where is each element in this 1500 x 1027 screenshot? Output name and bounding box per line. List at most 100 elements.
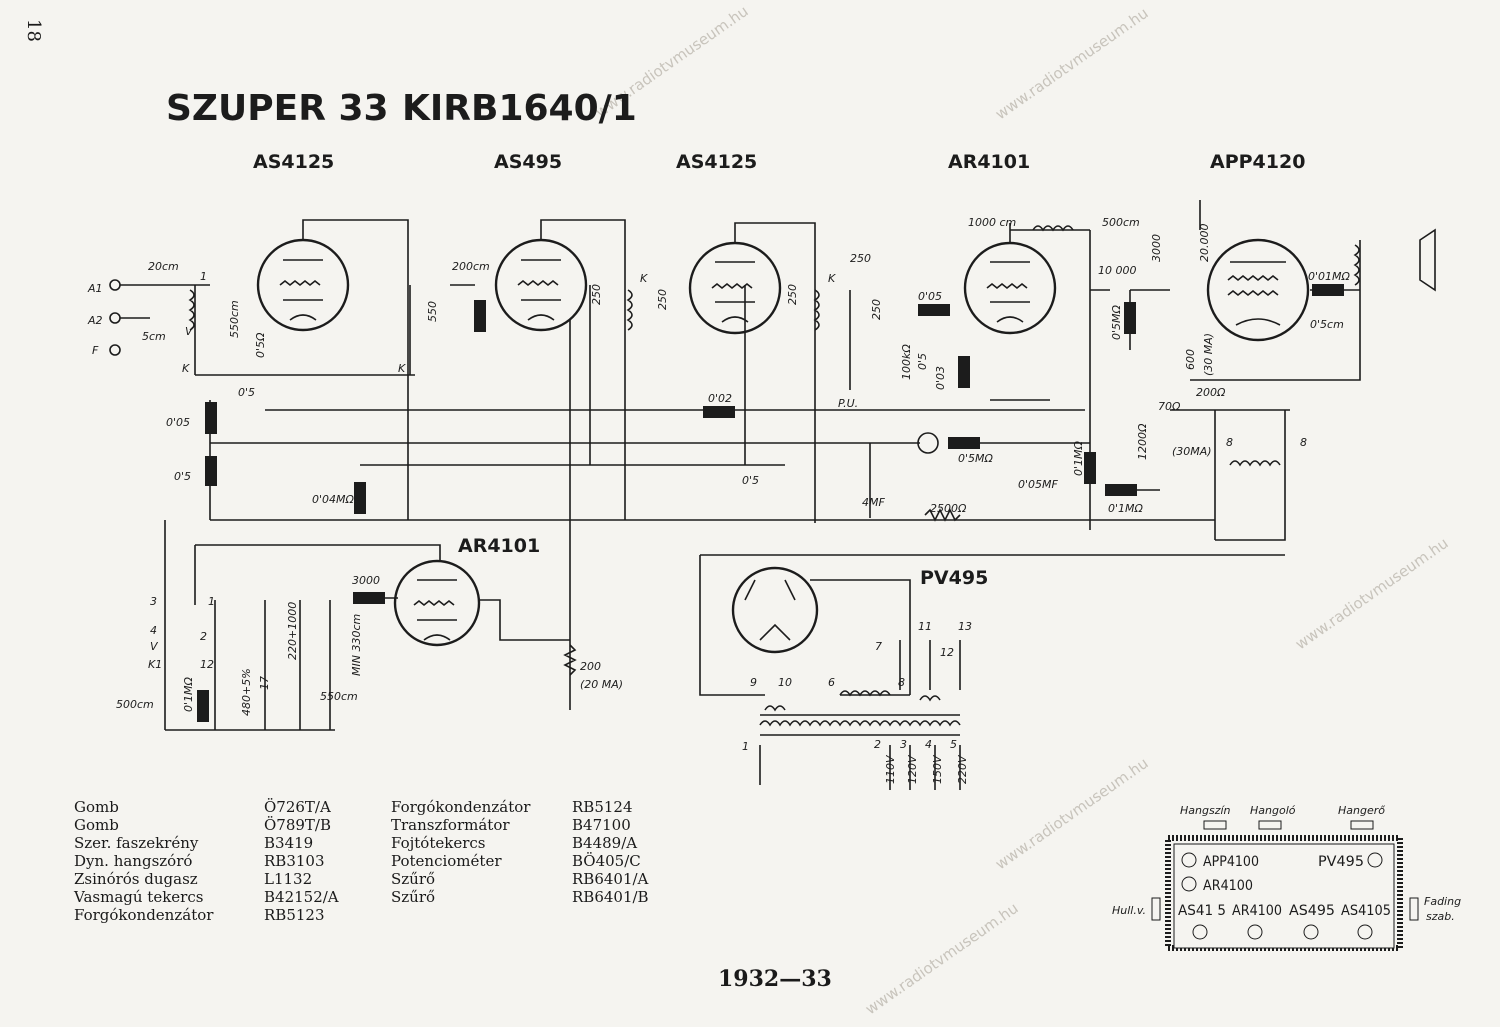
part-name: Dyn. hangszóró (74, 852, 193, 870)
pin-label: K (182, 362, 190, 375)
tube-as4125-1 (256, 238, 350, 332)
component-label: 20.000 (1198, 224, 1211, 263)
pin-label: 5 (950, 738, 957, 751)
tube-label: AS4125 (253, 151, 334, 173)
component-label: 220+1000 (286, 602, 299, 660)
component-label: 250 (850, 252, 871, 265)
pin-label: 12 (200, 658, 214, 671)
pin-label: 8 (898, 676, 905, 689)
pin-label: 12 (940, 646, 954, 659)
voltage-label: 150V (931, 754, 944, 784)
side-label: szab. (1426, 910, 1455, 923)
tube-position-label: AR4100 (1232, 903, 1282, 919)
component-label: 0'5MΩ (1110, 304, 1123, 340)
pin-label: 2 (200, 630, 207, 643)
pickup-label: P.U. (838, 397, 858, 410)
component-label: (30MA) (1172, 445, 1212, 458)
tube-label: AR4101 (948, 151, 1030, 173)
side-label: Hull.v. (1112, 904, 1146, 917)
resistor (197, 690, 209, 722)
voltage-label: 120V (906, 754, 919, 784)
part-code: RB6401/B (572, 888, 649, 906)
component-label: 0'5MΩ (958, 452, 994, 465)
tube-label: AS495 (494, 151, 562, 173)
pin-label: 4 (925, 738, 932, 751)
part-code: BÖ405/C (572, 852, 641, 870)
resistor (918, 304, 950, 316)
voltage-label: 110V (884, 754, 897, 784)
knob-icon[interactable] (1350, 820, 1374, 830)
component-label: 0'5 (916, 353, 929, 370)
part-code: RB5124 (572, 798, 633, 816)
knob-label: Hangerő (1338, 804, 1385, 817)
pin-label: 7 (875, 640, 882, 653)
tube-position-label: PV495 (1318, 854, 1364, 870)
resistor (205, 402, 217, 434)
component-label: 4MF (862, 496, 885, 509)
component-label: 17 (258, 676, 271, 690)
part-code: RB6401/A (572, 870, 649, 888)
component-label: 0'1MΩ (1108, 502, 1144, 515)
watermark: www.radiotvmuseum.hu (992, 4, 1152, 123)
component-label: 3000 (1150, 234, 1163, 262)
pin-label: K (828, 272, 836, 285)
part-name: Transzformátor (391, 816, 510, 834)
knob-icon[interactable] (1203, 820, 1227, 830)
tube-as495 (494, 238, 588, 332)
tube-as4125-2 (688, 241, 782, 335)
component-label: 10 000 (1098, 264, 1137, 277)
part-name: Vasmagú tekercs (74, 888, 204, 906)
knob-label: Hangoló (1250, 804, 1296, 817)
part-code: B4489/A (572, 834, 638, 852)
pin-label: 11 (918, 620, 932, 633)
pin-label: 1 (200, 270, 207, 283)
component-label: 0'04MΩ (312, 493, 355, 506)
knob-icon[interactable] (1409, 897, 1419, 921)
watermark: www.radiotvmuseum.hu (1292, 534, 1452, 653)
pin-label: V (150, 640, 159, 653)
component-label: 600 (1184, 349, 1197, 370)
component-label: 200cm (452, 260, 490, 273)
part-name: Gomb (74, 798, 119, 816)
resistor (703, 406, 735, 418)
resistor (353, 592, 385, 604)
pin-label: 3 (900, 738, 907, 751)
parts-row: Vasmagú tekercs B42152/A Szűrő RB6401/B (74, 888, 649, 906)
component-label: 3000 (352, 574, 380, 587)
part-name: Szűrő (391, 888, 436, 906)
component-label: 0'01MΩ (1308, 270, 1351, 283)
year-footer: 1932—33 (718, 966, 832, 992)
component-label: 550cm (228, 300, 241, 338)
component-label: 1000 cm (968, 216, 1016, 229)
pin-label: 13 (958, 620, 972, 633)
part-name: Gomb (74, 816, 119, 834)
component-label: 250 (786, 284, 799, 305)
tube-position-label: AS495 (1289, 903, 1335, 919)
component-label: 480+5% (240, 668, 253, 716)
resistor (354, 482, 366, 514)
component-label: 5cm (142, 330, 166, 343)
component-label: 550 (426, 301, 439, 322)
knob-icon[interactable] (1258, 820, 1282, 830)
part-code: B42152/A (264, 888, 339, 906)
tube-ar4101-osc (393, 559, 481, 647)
chassis-layout: Hangszín Hangoló Hangerő Hull.v. Fading … (1112, 804, 1461, 951)
resistor (1084, 452, 1096, 484)
component-label: 550cm (320, 690, 358, 703)
tube-pv495 (731, 566, 819, 654)
knob-icon[interactable] (1151, 897, 1161, 921)
part-name: Potenciométer (391, 852, 502, 870)
transformer-labels: 9 10 6 7 8 11 12 13 1 2 3 4 5 110V 120V … (742, 620, 972, 784)
component-label: 0'03 (934, 366, 947, 390)
part-code: Ö789T/B (264, 816, 332, 834)
component-label: 20cm (148, 260, 179, 273)
component-label: 8 (1226, 436, 1233, 449)
tube-position-label: AS41 5 (1178, 903, 1226, 919)
knob-label: Hangszín (1180, 804, 1231, 817)
component-label: 200Ω (1196, 386, 1226, 399)
part-name: Szűrő (391, 870, 436, 888)
tube-position-label: AR4100 (1203, 878, 1253, 894)
